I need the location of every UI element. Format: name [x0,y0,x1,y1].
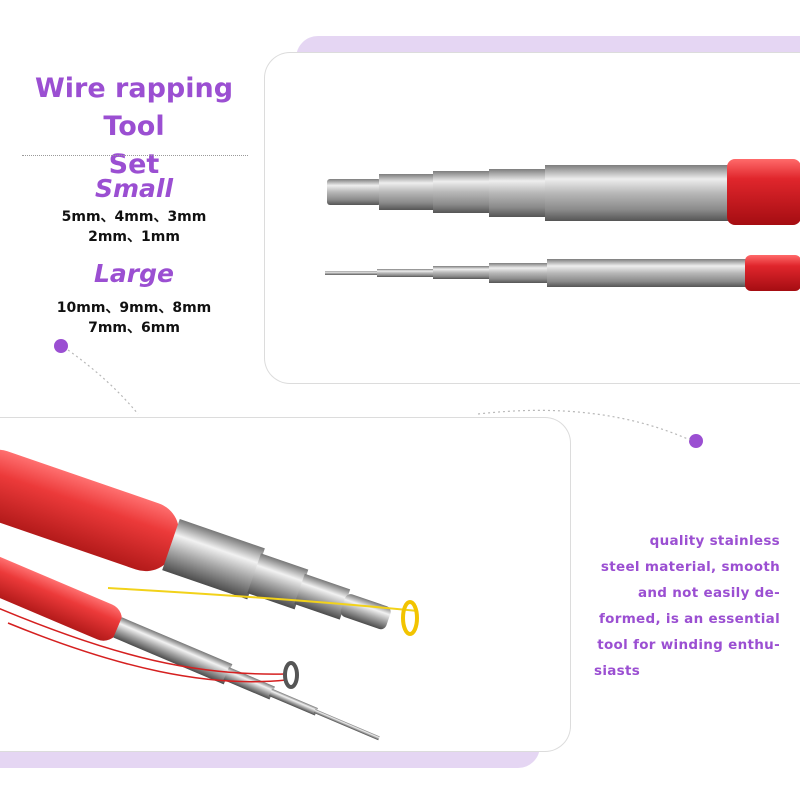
description-line-2: steel material, smooth [600,559,780,575]
product-title: Wire rapping Tool Set [0,70,268,184]
small-heading: Small [94,174,174,203]
yellow-wire-coil [401,600,419,636]
large-mandrel-in-use [0,449,391,630]
title-line-2: Set [108,149,160,180]
large-mandrel [327,159,800,225]
mandrels-illustration [325,159,800,291]
product-description: quality stainless steel material, smooth… [594,528,780,684]
top-product-panel [264,52,800,384]
yellow-wire [107,587,419,612]
mandrels-in-use-photo [0,449,419,741]
connector-dot-left [54,339,68,353]
description-line-6: siasts [594,663,641,679]
small-sizes-line-1: 5mm、4mm、3mm [61,209,207,225]
connector-line-left [67,349,139,415]
title-divider [22,155,248,156]
large-heading: Large [94,259,174,288]
title-line-1: Wire rapping Tool [34,73,234,142]
small-sizes: 5mm、4mm、3mm 2mm、1mm [0,207,268,247]
bottom-product-panel [0,417,571,752]
small-sizes-line-2: 2mm、1mm [88,229,180,245]
description-line-3: and not easily de- [637,585,780,601]
red-wire [0,608,287,675]
description-line-5: tool for winding enthu- [597,637,780,653]
connector-line-right [477,409,691,441]
connector-dot-right [689,434,703,448]
large-sizes: 10mm、9mm、8mm 7mm、6mm [0,298,268,338]
small-mandrel-in-use [0,553,380,741]
wire-coil [283,661,299,689]
large-sizes-line-2: 7mm、6mm [88,320,180,336]
small-mandrel [325,255,800,291]
description-line-4: formed, is an essential [598,611,780,627]
description-line-1: quality stainless [649,533,780,549]
large-sizes-line-1: 10mm、9mm、8mm [56,300,212,316]
red-wire-2 [7,622,287,683]
